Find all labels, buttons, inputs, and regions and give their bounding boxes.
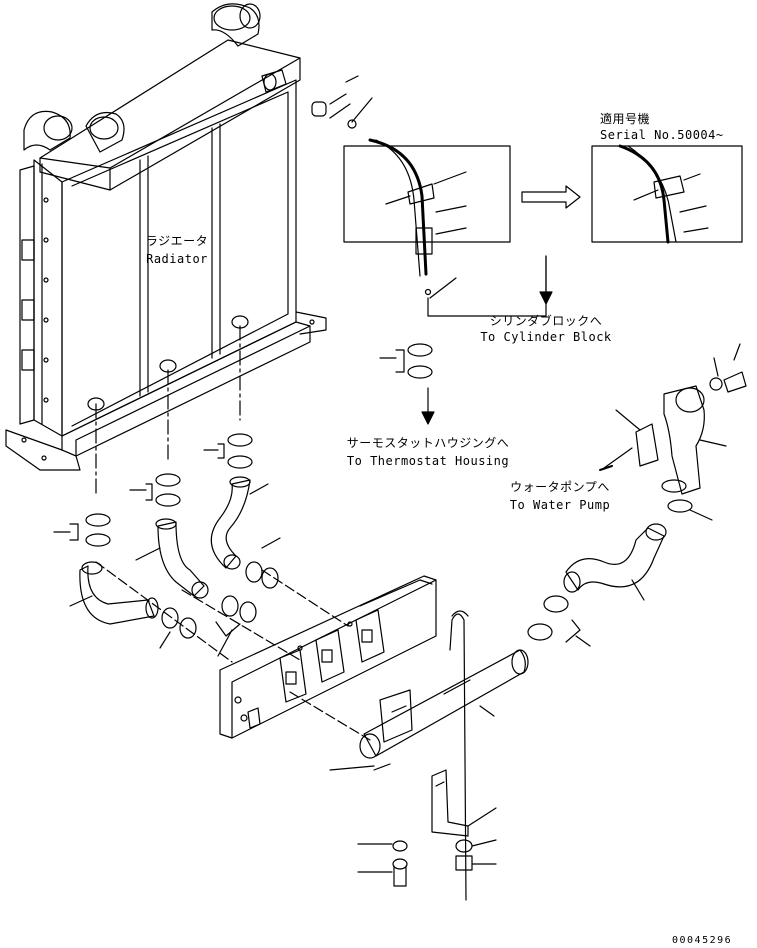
cylinder-block-label-jp: シリンダブロックへ	[489, 314, 603, 328]
water-pump-elbow	[527, 343, 747, 647]
water-pump-label-jp: ウォータポンプへ	[510, 480, 610, 494]
serial-label-jp: 適用号機	[600, 112, 651, 126]
radiator-label-jp: ラジエータ	[145, 234, 209, 248]
serial-label-en: Serial No.50004~	[600, 128, 724, 142]
thermostat-label-jp: サーモスタットハウジングへ	[346, 436, 510, 450]
thermostat-label-en: To Thermostat Housing	[346, 454, 510, 468]
radiator-assembly	[5, 3, 327, 471]
cylinder-block-label-en: To Cylinder Block	[480, 330, 612, 344]
sensor-hose	[311, 75, 743, 425]
water-pump-label-en: To Water Pump	[509, 498, 611, 512]
lower-hoses	[53, 325, 281, 657]
part-number: 00045296	[672, 935, 733, 946]
radiator-label-en: Radiator	[146, 252, 208, 266]
detail-inset-box	[343, 145, 511, 243]
manifold-assembly	[95, 561, 529, 901]
